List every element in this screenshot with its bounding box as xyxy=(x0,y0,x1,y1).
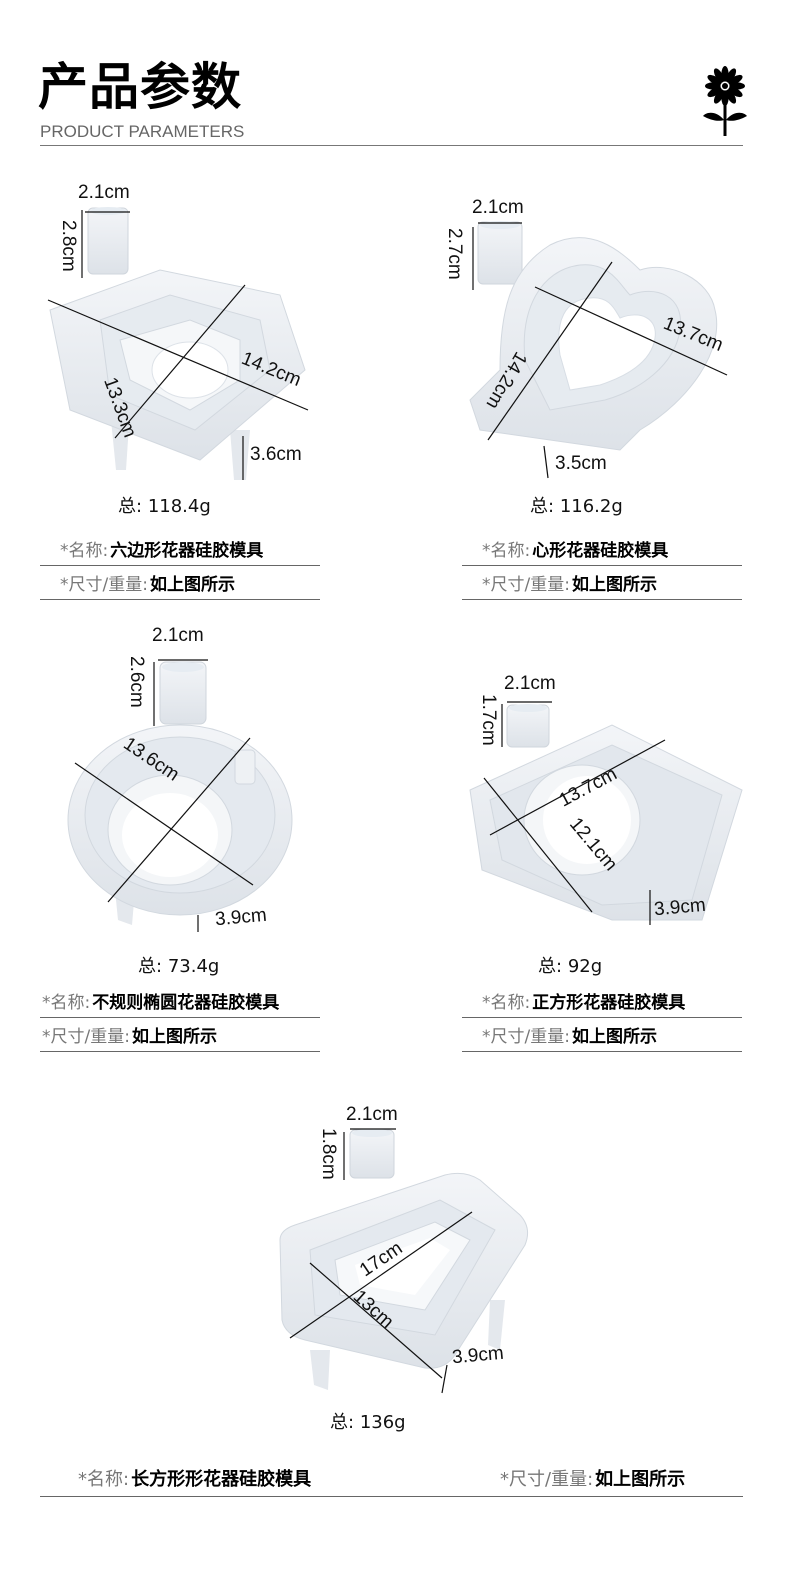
spec-name-row: *名称: 六边形花器硅胶模具 xyxy=(40,532,320,566)
weight-oval: 总: 73.4g xyxy=(138,956,220,977)
name-label: *名称: xyxy=(78,1469,130,1490)
oval-mold-image xyxy=(67,659,293,932)
spec-name-row: *名称: 心形花器硅胶模具 xyxy=(462,532,742,566)
product-card-oval: 2.1cm 2.6cm 13.6cm 3.9cm xyxy=(60,620,320,940)
hexagon-mold-image xyxy=(47,207,309,480)
cup-height-label: 2.6cm xyxy=(126,656,147,708)
cup-width-label: 2.1cm xyxy=(78,182,130,203)
size-value: 如上图所示 xyxy=(131,1027,217,1047)
cup-height-label: 2.7cm xyxy=(444,228,465,280)
cup-width-label: 2.1cm xyxy=(152,625,204,646)
cup-height-label: 1.7cm xyxy=(478,694,499,746)
spec-size-row: *尺寸/重量: 如上图所示 xyxy=(462,566,742,600)
weight-value: 73.4g xyxy=(167,956,220,977)
size-value: 如上图所示 xyxy=(149,575,235,595)
header-divider xyxy=(40,145,743,146)
bottom-divider xyxy=(40,1496,743,1497)
heart-mold-image xyxy=(469,221,728,479)
rectangle-mold-image xyxy=(279,1128,529,1394)
weight-rectangle: 总: 136g xyxy=(330,1412,406,1433)
depth-label: 3.9cm xyxy=(653,894,707,921)
name-label: *名称: xyxy=(482,541,531,561)
name-label: *名称: xyxy=(60,541,109,561)
square-mold-image xyxy=(469,701,743,925)
product-card-hexagon: 2.1cm 2.8cm 14.2cm 13.3cm 3.6cm xyxy=(40,180,330,480)
spec-size-row: *尺寸/重量: 如上图所示 xyxy=(40,566,320,600)
weight-value: 136g xyxy=(359,1412,406,1433)
weight-hexagon: 总: 118.4g xyxy=(118,496,211,517)
size-label: *尺寸/重量: xyxy=(482,1027,570,1047)
size-value: 如上图所示 xyxy=(571,1027,657,1047)
name-value: 长方形形花器硅胶模具 xyxy=(131,1469,312,1490)
depth-label: 3.9cm xyxy=(214,904,268,931)
cup-width-label: 2.1cm xyxy=(472,197,524,218)
spec-name-row: *名称: 正方形花器硅胶模具 xyxy=(462,984,742,1018)
size-label: *尺寸/重量: xyxy=(42,1027,130,1047)
name-value: 六边形花器硅胶模具 xyxy=(110,541,264,561)
depth-label: 3.5cm xyxy=(555,453,607,474)
name-label: *名称: xyxy=(482,993,531,1013)
name-value: 心形花器硅胶模具 xyxy=(532,541,669,561)
name-value: 不规则椭圆花器硅胶模具 xyxy=(92,993,280,1013)
weight-value: 92g xyxy=(567,956,603,977)
product-card-square: 2.1cm 1.7cm 13.7cm 12.1cm 3.9cm xyxy=(462,670,762,950)
page-title: 产品参数 xyxy=(38,58,242,116)
weight-heart: 总: 116.2g xyxy=(530,496,623,517)
weight-value: 116.2g xyxy=(559,496,623,517)
size-label: *尺寸/重量: xyxy=(482,575,570,595)
size-value: 如上图所示 xyxy=(571,575,657,595)
product-card-heart: 2.1cm 2.7cm 13.7cm 14.2cm 3.5cm xyxy=(440,190,740,480)
name-value: 正方形花器硅胶模具 xyxy=(532,993,686,1013)
weight-square: 总: 92g xyxy=(538,956,603,977)
cup-height-label: 1.8cm xyxy=(318,1128,339,1180)
size-label: *尺寸/重量: xyxy=(60,575,148,595)
cup-height-label: 2.8cm xyxy=(58,220,79,272)
spec-size-row: *尺寸/重量: 如上图所示 xyxy=(40,1018,320,1052)
name-label: *名称: xyxy=(42,993,91,1013)
size-value: 如上图所示 xyxy=(595,1469,686,1490)
spec-size-row: *尺寸/重量: 如上图所示 xyxy=(500,1465,685,1491)
flower-icon xyxy=(703,66,747,136)
cup-width-label: 2.1cm xyxy=(346,1104,398,1125)
size-label: *尺寸/重量: xyxy=(500,1469,594,1490)
cup-width-label: 2.1cm xyxy=(504,673,556,694)
page-subtitle: PRODUCT PARAMETERS xyxy=(40,122,245,141)
spec-size-row: *尺寸/重量: 如上图所示 xyxy=(462,1018,742,1052)
product-card-rectangle: 2.1cm 1.8cm 17cm 13cm 3.9cm xyxy=(270,1100,550,1400)
depth-label: 3.9cm xyxy=(451,1342,505,1369)
weight-value: 118.4g xyxy=(147,496,211,517)
depth-label: 3.6cm xyxy=(250,444,302,465)
spec-name-row: *名称: 长方形形花器硅胶模具 xyxy=(78,1465,311,1491)
spec-name-row: *名称: 不规则椭圆花器硅胶模具 xyxy=(40,984,320,1018)
